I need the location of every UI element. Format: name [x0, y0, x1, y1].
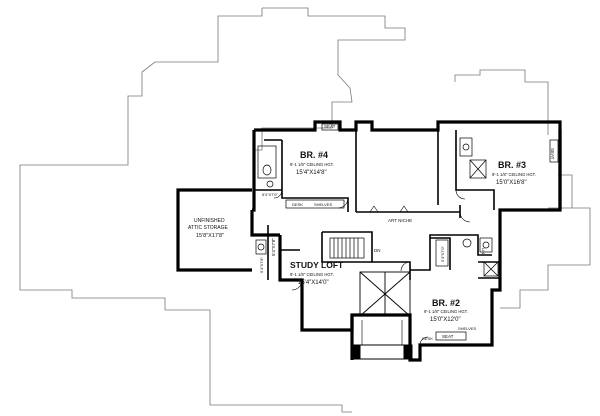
br2-ceiling: 9'-1 1/8" CEILING HGT. [424, 309, 468, 314]
attic-line1: UNFINISHED [194, 218, 225, 224]
roof-outline [19, 7, 591, 413]
wic-study-label: 5'4"X7'8" [259, 256, 264, 273]
wic-br4-label: 5'4"X7'0" [262, 192, 279, 197]
br3-name: BR. #3 [498, 160, 526, 170]
wic-left-label: 5'4"X7'8" [271, 238, 276, 256]
study-ceiling: 9'-1 1/8" CEILING HGT. [290, 272, 334, 277]
door-swings [273, 189, 471, 346]
room-br3: BR. #3 9'-1 1/8" CEILING HGT. 15'0"X16'8… [492, 160, 536, 186]
room-study-loft: STUDY LOFT 9'-1 1/8" CEILING HGT. 15'4"X… [290, 260, 344, 286]
art-niche-label: ART NICHE [388, 218, 412, 223]
desk-label-bottom: DESK [422, 336, 433, 341]
seat-label-right: SEAT [550, 148, 555, 160]
desk-label-top: DESK [292, 202, 303, 207]
shelves-label-bottom: SHELVES [458, 326, 476, 331]
study-name: STUDY LOFT [290, 260, 344, 270]
br4-name: BR. #4 [300, 150, 328, 160]
attic-dims: 15'8"X17'8" [196, 233, 224, 239]
attic-line2: ATTIC STORAGE [188, 225, 228, 231]
seat-label-top: SEAT [324, 124, 336, 129]
br3-ceiling: 9'-1 1/8" CEILING HGT. [492, 172, 536, 177]
br2-dims: 15'0"X12'0" [430, 317, 461, 323]
porch [351, 320, 413, 360]
dn-label: DN [374, 248, 381, 253]
br2-name: BR. #2 [432, 298, 460, 308]
wic-br2-label: 5'4"X7'0" [440, 245, 445, 262]
lin-label: LIN. [481, 248, 486, 255]
interior-walls [254, 130, 500, 280]
seat-label-bottom: SEAT [442, 334, 454, 339]
stair [329, 237, 365, 259]
br3-dims: 15'0"X16'8" [496, 180, 527, 186]
fixtures [255, 123, 559, 341]
study-dims: 15'4"X14'0" [298, 280, 329, 286]
shelves-label-top: SHELVES [314, 202, 332, 207]
room-br2: BR. #2 9'-1 1/8" CEILING HGT. 15'0"X12'0… [424, 298, 468, 323]
room-attic-storage: UNFINISHED ATTIC STORAGE 15'8"X17'8" [188, 218, 228, 239]
br4-ceiling: 9'-1 1/8" CEILING HGT. [290, 162, 334, 167]
roof-hip [359, 271, 411, 317]
exterior-walls [176, 120, 562, 362]
br4-dims: 15'4"X14'8" [296, 170, 327, 176]
room-br4: BR. #4 9'-1 1/8" CEILING HGT. 15'4"X14'8… [290, 150, 334, 176]
small-labels: SEAT SEAT SEAT DESK SHELVES DESK SHELVES… [259, 124, 555, 341]
